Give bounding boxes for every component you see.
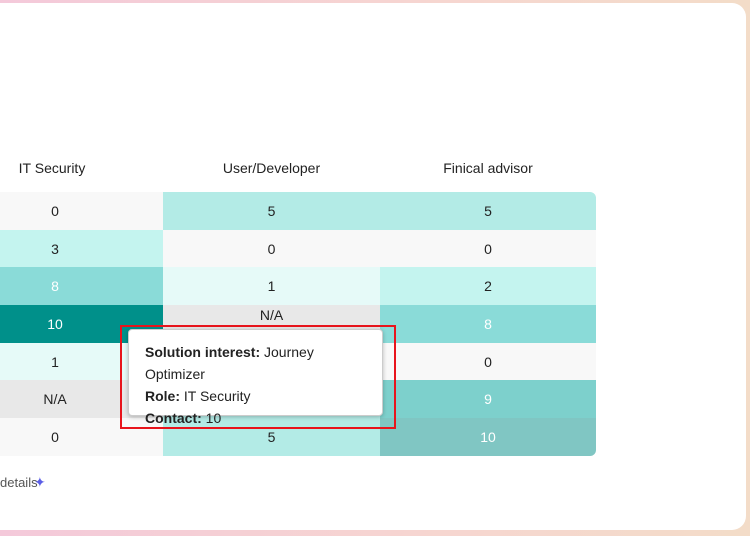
tooltip-contact-label: Contact: <box>145 410 202 426</box>
heatmap-cell[interactable]: 10 <box>380 418 596 456</box>
heatmap-cell[interactable]: 5 <box>380 192 596 230</box>
tooltip-role-label: Role: <box>145 388 180 404</box>
column-header-user-developer: User/Developer <box>222 160 321 176</box>
heatmap-cell[interactable]: 3 <box>0 229 163 268</box>
tooltip-contact-value: 10 <box>205 410 222 426</box>
heatmap-cell[interactable]: 5 <box>163 192 380 230</box>
heatmap-cell[interactable]: 9 <box>380 380 596 419</box>
tooltip-solution-label: Solution interest: <box>145 344 261 360</box>
heatmap-cell[interactable]: 8 <box>380 305 596 343</box>
heatmap-cell[interactable]: 1 <box>163 267 380 306</box>
heatmap-cell[interactable]: 0 <box>380 342 596 381</box>
sparkle-icon[interactable]: ✦ <box>34 474 46 490</box>
column-header-it-security: IT Security <box>18 160 86 176</box>
heatmap-cell[interactable]: 5 <box>163 418 380 456</box>
tooltip-role-value: IT Security <box>183 388 251 404</box>
column-header-financial-advisor: Finical advisor <box>443 160 533 176</box>
heatmap-cell[interactable]: 0 <box>0 418 163 456</box>
heatmap-cell[interactable]: 0 <box>163 229 380 268</box>
heatmap-cell[interactable]: 0 <box>380 229 596 268</box>
heatmap-cell[interactable]: 0 <box>0 192 163 230</box>
highlight-box <box>120 325 396 429</box>
details-link[interactable]: details <box>0 475 38 490</box>
tooltip: Solution interest: Journey Optimizer Rol… <box>128 329 383 426</box>
heatmap-cell[interactable]: 8 <box>0 267 163 306</box>
tooltip-solution-value: Journey Optimizer <box>145 344 314 382</box>
heatmap-cell[interactable]: 2 <box>380 267 596 306</box>
